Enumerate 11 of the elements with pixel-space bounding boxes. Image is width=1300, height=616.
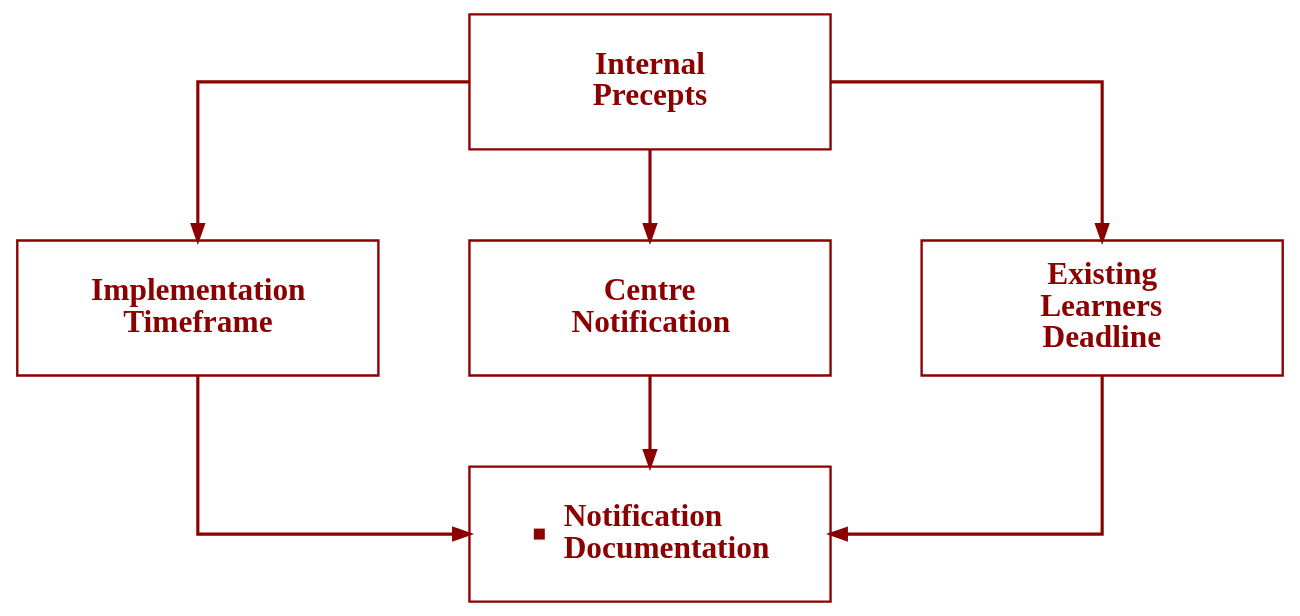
- node-box: Implementation Timeframe: [16, 239, 380, 377]
- arrow: [196, 375, 475, 542]
- arrow: [190, 80, 470, 245]
- arrow: [642, 375, 658, 472]
- arrow: [825, 375, 1104, 542]
- node-box: Notification Documentation: [468, 465, 832, 603]
- node-box: Existing Learners Deadline: [920, 239, 1284, 377]
- node-box: Centre Notification: [468, 239, 832, 377]
- node-box: Internal Precepts: [468, 13, 832, 151]
- arrow: [642, 149, 658, 245]
- arrow: [830, 80, 1110, 245]
